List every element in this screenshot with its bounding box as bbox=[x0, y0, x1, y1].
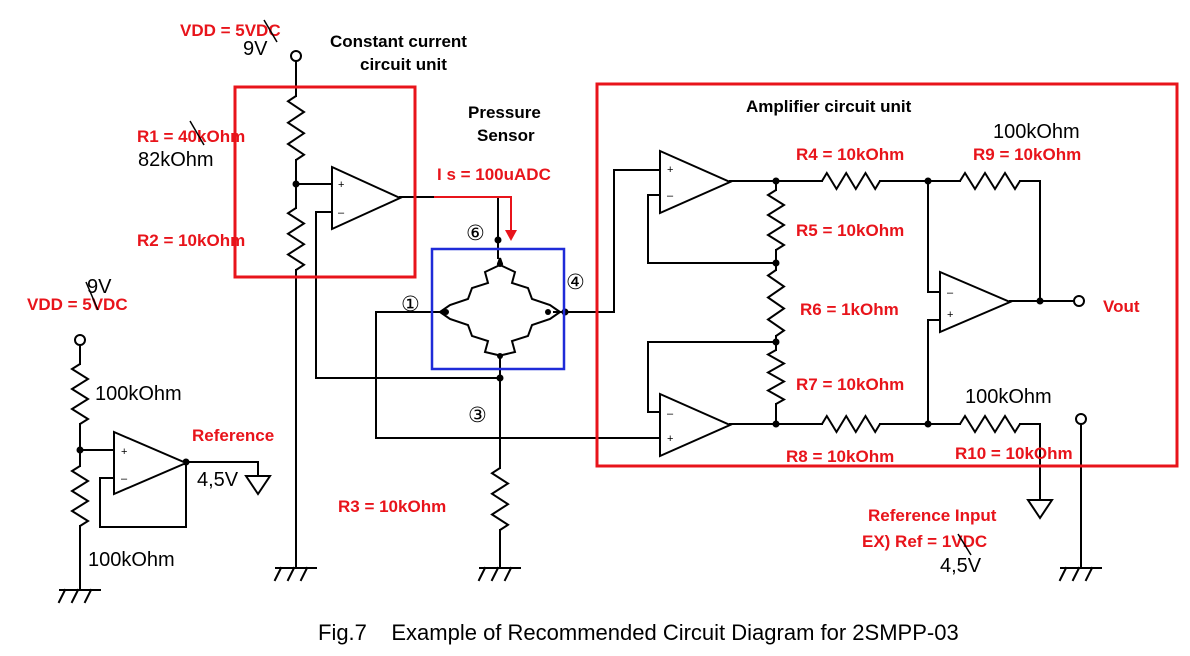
vout-terminal bbox=[1073, 295, 1085, 307]
minus-sign: – bbox=[338, 207, 345, 219]
opamp-output: – + bbox=[939, 270, 1013, 334]
minus-sign: – bbox=[667, 190, 674, 202]
junction-dot bbox=[772, 420, 780, 428]
plus-sign: + bbox=[667, 433, 673, 445]
left-resistor-top-label: 100kOhm bbox=[95, 383, 182, 405]
r9-label: R9 = 10kOhm bbox=[973, 145, 1081, 164]
minus-sign: – bbox=[667, 408, 674, 420]
opamp-lower: – + bbox=[659, 392, 733, 458]
pressure-sensor-bridge bbox=[431, 257, 566, 359]
vdd-top-new-label: 9V bbox=[243, 38, 268, 60]
resistor-r3 bbox=[490, 467, 510, 531]
left-resistor-bottom-label: 100kOhm bbox=[88, 549, 175, 571]
pressure-sensor-box bbox=[430, 247, 566, 371]
junction-dot bbox=[496, 374, 504, 382]
r1-label: R1 = 40kOhm bbox=[137, 127, 245, 146]
resistor-r9 bbox=[959, 171, 1021, 191]
reference-input-label: Reference Input bbox=[868, 506, 997, 525]
resistor-r6 bbox=[766, 269, 786, 337]
example-ref-label: EX) Ref = 1VDC bbox=[862, 532, 987, 551]
r7-label: R7 = 10kOhm bbox=[796, 375, 904, 394]
current-arrow-icon bbox=[434, 196, 512, 232]
plus-sign: + bbox=[667, 164, 673, 176]
resistor-left-top bbox=[70, 363, 90, 425]
vout-label: Vout bbox=[1103, 297, 1140, 316]
figure-caption: Fig.7 Example of Recommended Circuit Dia… bbox=[318, 620, 959, 645]
r9-new-label: 100kOhm bbox=[993, 121, 1080, 143]
ground-symbol bbox=[1058, 566, 1102, 582]
ref-terminal bbox=[1075, 413, 1087, 425]
junction-dot bbox=[924, 177, 932, 185]
reference-label: Reference bbox=[192, 426, 274, 445]
junction-dot bbox=[292, 180, 300, 188]
opamp-constant-current: + – bbox=[331, 165, 403, 231]
junction-dot bbox=[772, 259, 780, 267]
ref-input-triangle-icon bbox=[1026, 499, 1054, 520]
r3-label: R3 = 10kOhm bbox=[338, 497, 446, 516]
resistor-r2 bbox=[286, 207, 306, 271]
r5-label: R5 = 10kOhm bbox=[796, 221, 904, 240]
vdd-top-label: VDD = 5VDC bbox=[180, 21, 281, 40]
junction-dot bbox=[772, 177, 780, 185]
resistor-r8 bbox=[821, 414, 881, 434]
resistor-r10 bbox=[959, 414, 1021, 434]
reference-voltage-label: 4,5V bbox=[197, 469, 239, 491]
junction-dot bbox=[494, 236, 502, 244]
r1-new-label: 82kOhm bbox=[138, 149, 214, 171]
cc-title-line2: circuit unit bbox=[360, 55, 447, 74]
vdd-left-label: VDD = 5VDC bbox=[27, 295, 128, 314]
opamp-reference: + – bbox=[113, 430, 189, 496]
grounds bbox=[57, 475, 1102, 604]
vdd-terminal-left bbox=[74, 334, 86, 346]
resistors bbox=[70, 95, 1021, 531]
junction-dot bbox=[76, 446, 84, 454]
ground-symbol bbox=[273, 566, 317, 582]
node-4-label: ④ bbox=[566, 270, 585, 294]
resistor-r7 bbox=[765, 349, 787, 405]
r10-new-label: 100kOhm bbox=[965, 386, 1052, 408]
node-1-label: ① bbox=[401, 292, 420, 316]
cc-title-line1: Constant current bbox=[330, 32, 467, 51]
junction-dot bbox=[772, 338, 780, 346]
vdd-left-new-label: 9V bbox=[87, 276, 112, 298]
opamp-upper: + – bbox=[659, 149, 733, 215]
amplifier-box bbox=[595, 82, 1179, 468]
resistor-r4 bbox=[821, 171, 881, 191]
node-6-label: ⑥ bbox=[466, 221, 485, 245]
plus-sign: + bbox=[947, 309, 953, 321]
pressure-sensor-title-2: Sensor bbox=[477, 126, 535, 145]
minus-sign: – bbox=[121, 473, 128, 485]
node-3-label: ③ bbox=[468, 403, 487, 427]
resistor-r1 bbox=[286, 95, 306, 161]
r4-label: R4 = 10kOhm bbox=[796, 145, 904, 164]
minus-sign: – bbox=[947, 287, 954, 299]
resistor-r5 bbox=[766, 189, 786, 251]
example-ref-new-label: 4,5V bbox=[940, 555, 982, 577]
r2-label: R2 = 10kOhm bbox=[137, 231, 245, 250]
junction-dot bbox=[924, 420, 932, 428]
resistor-left-bottom bbox=[70, 465, 90, 527]
terminals bbox=[74, 50, 1087, 425]
plus-sign: + bbox=[338, 179, 344, 191]
junction-dot bbox=[1036, 297, 1044, 305]
amplifier-title: Amplifier circuit unit bbox=[746, 97, 912, 116]
ground-symbol bbox=[477, 566, 521, 582]
r10-label: R10 = 10kOhm bbox=[955, 444, 1073, 463]
vdd-terminal-top bbox=[290, 50, 302, 62]
constant-current-box bbox=[233, 85, 417, 279]
ground-symbol bbox=[57, 588, 101, 604]
ref-triangle-icon bbox=[244, 475, 272, 496]
pressure-sensor-title-1: Pressure bbox=[468, 103, 541, 122]
r8-label: R8 = 10kOhm bbox=[786, 447, 894, 466]
plus-sign: + bbox=[121, 446, 127, 458]
is-label: I s = 100uADC bbox=[437, 165, 551, 184]
r6-label: R6 = 1kOhm bbox=[800, 300, 899, 319]
